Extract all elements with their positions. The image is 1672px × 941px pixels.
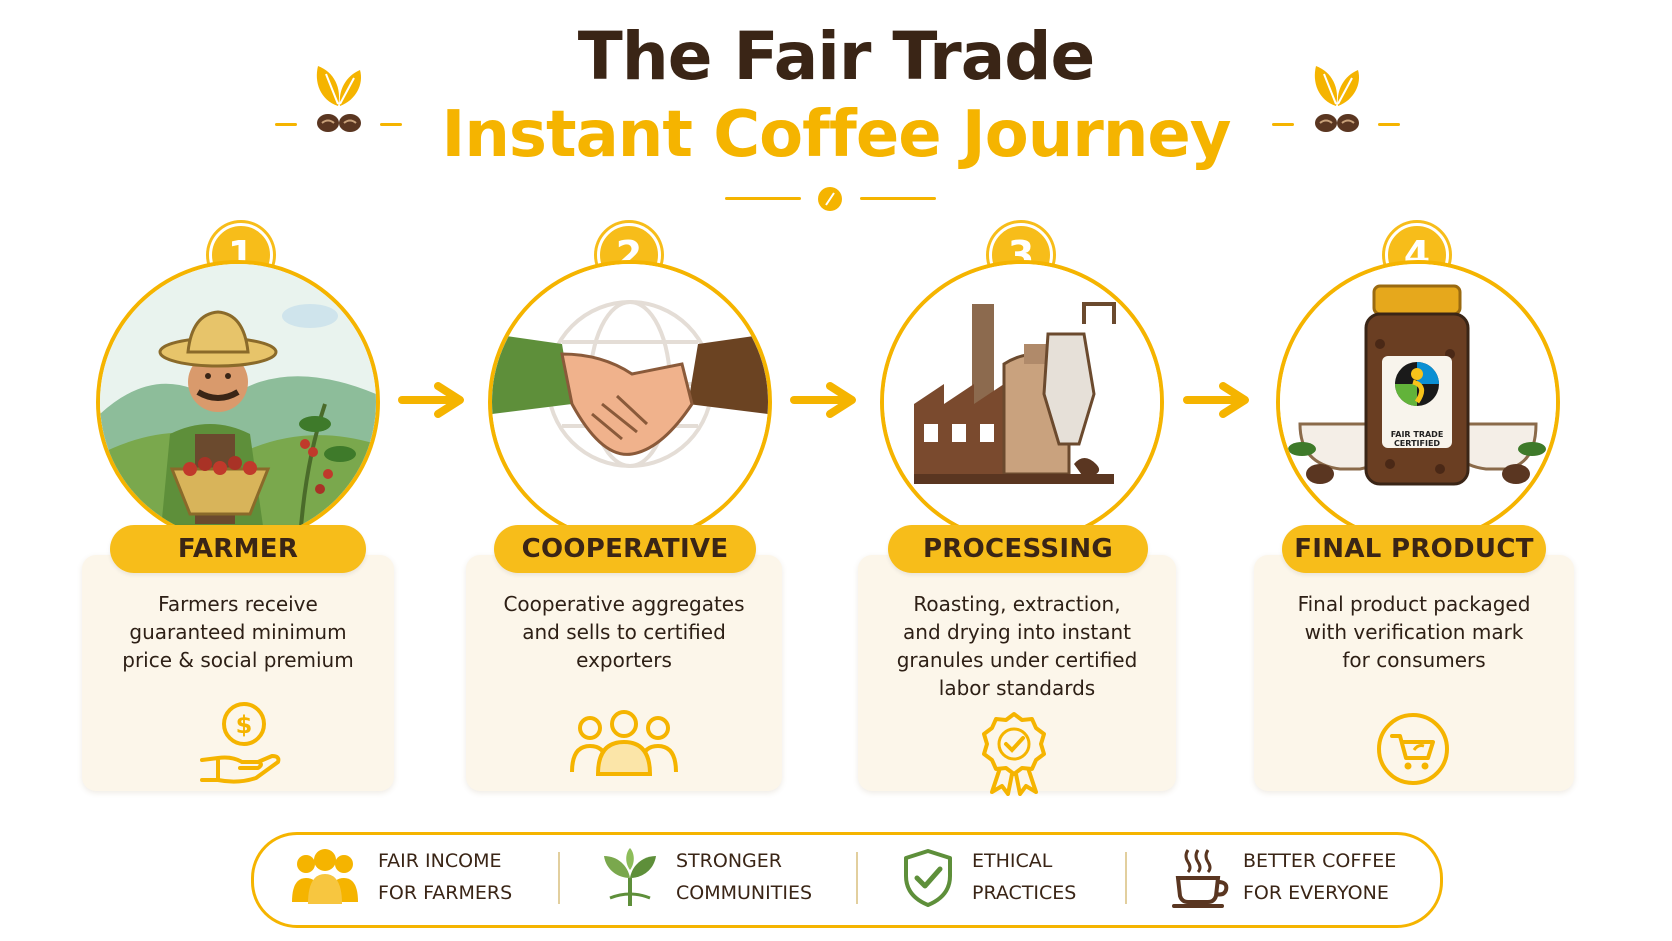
arrow-right-icon-1 [398,382,464,418]
title-dash-left-1 [275,123,297,126]
title-line-2: Instant Coffee Journey [441,98,1232,172]
svg-text:$: $ [236,711,253,739]
title-underline-right [860,197,936,200]
step-label-farmer: FARMER [110,525,366,573]
title-dash-left-2 [380,123,402,126]
title-block: The Fair Trade Instant Coffee Journey [0,18,1672,174]
shield-check-icon [904,849,952,907]
text-line: guaranteed minimum [129,620,347,644]
step-label-final-product: FINAL PRODUCT [1282,525,1546,573]
text-line: exporters [576,648,672,672]
leaf-beans-icon-left [316,66,362,132]
text-line: ETHICAL [972,850,1053,872]
benefit-ethical-practices: ETHICAL PRACTICES [972,845,1076,909]
factory-illustration [880,260,1164,544]
step-description-cooperative: Cooperative aggregates and sells to cert… [476,590,772,674]
title-underline-left [725,197,801,200]
sprout-icon [604,848,656,906]
farmer-illustration [96,260,380,544]
text-line: Final product packaged [1297,592,1531,616]
text-line: FAIR INCOME [378,850,502,872]
text-line: and sells to certified [522,620,726,644]
benefit-better-coffee: BETTER COFFEE FOR EVERYONE [1243,845,1396,909]
text-line: Farmers receive [158,592,318,616]
text-line: price & social premium [122,648,354,672]
step-description-processing: Roasting, extraction, and drying into in… [868,590,1166,702]
shopping-cart-icon [1377,713,1449,785]
text-line: granules under certified [896,648,1138,672]
benefit-stronger-communities: STRONGER COMMUNITIES [676,845,812,909]
text-line: FOR EVERYONE [1243,882,1389,904]
coffee-bean-icon [818,187,842,211]
text-line: Roasting, extraction, [913,592,1121,616]
step-card-farmer [82,555,394,791]
benefit-fair-income: FAIR INCOME FOR FARMERS [378,845,512,909]
coffee-jar-illustration: FAIR TRADE CERTIFIED [1276,260,1560,544]
benefits-divider-1 [558,852,560,904]
text-line: COMMUNITIES [676,882,813,904]
text-line: PRACTICES [972,882,1077,904]
text-line: labor standards [938,676,1096,700]
people-icon [292,849,358,904]
step-description-final-product: Final product packaged with verification… [1264,590,1564,674]
step-card-processing [858,555,1176,791]
handshake-illustration [488,260,772,544]
step-description-farmer: Farmers receive guaranteed minimum price… [92,590,384,674]
text-line: FOR FARMERS [378,882,513,904]
coffee-cup-icon [1172,849,1229,908]
arrow-right-icon-3 [1183,382,1249,418]
award-ribbon-icon [982,712,1046,796]
arrow-right-icon-2 [790,382,856,418]
group-people-icon [570,710,678,776]
hand-coin-icon: $ [200,702,281,784]
jar-label-line-2: CERTIFIED [1393,439,1441,448]
title-dash-right-2 [1378,123,1400,126]
leaf-beans-icon-right [1314,66,1360,132]
text-line: and drying into instant [903,620,1131,644]
step-label-processing: PROCESSING [888,525,1148,573]
text-line: with verification mark [1304,620,1524,644]
benefits-divider-3 [1125,852,1127,904]
benefits-divider-2 [856,852,858,904]
title-line-1: The Fair Trade [577,18,1096,95]
step-card-final-product [1254,555,1574,791]
benefits-bar [251,832,1443,928]
text-line: for consumers [1342,648,1486,672]
text-line: Cooperative aggregates [503,592,745,616]
text-line: BETTER COFFEE [1243,850,1397,872]
jar-label-line-1: FAIR TRADE [1390,430,1444,439]
step-label-cooperative: COOPERATIVE [494,525,756,573]
title-dash-right-1 [1272,123,1294,126]
text-line: STRONGER [676,850,782,872]
